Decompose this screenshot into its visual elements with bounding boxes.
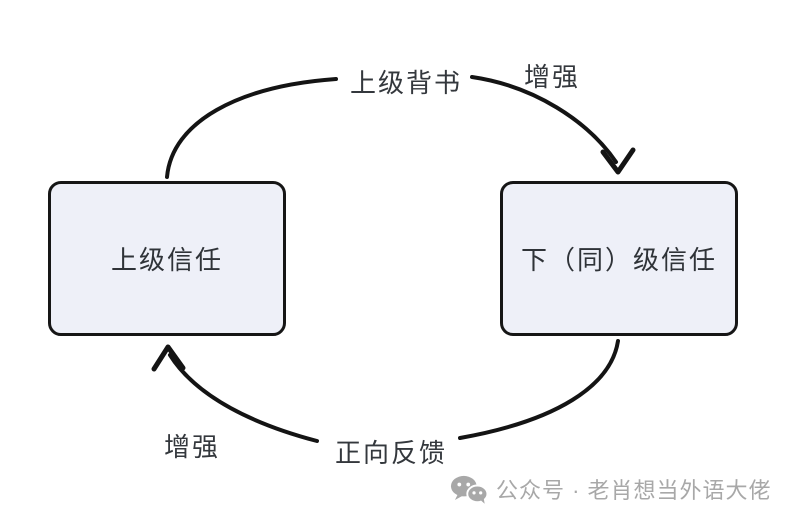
node-lower-peer-trust-label: 下（同）级信任 xyxy=(520,245,717,275)
bottom-edge-effect-label: 增强 xyxy=(163,432,221,462)
watermark: 公众号 · 老肖想当外语大佬 xyxy=(450,473,772,505)
bottom-arrow-curve-right xyxy=(458,339,620,440)
wechat-icon xyxy=(450,475,488,504)
bottom-arrowhead-icon xyxy=(151,344,186,372)
node-upper-trust: 上级信任 xyxy=(48,181,286,336)
watermark-text: 公众号 · 老肖想当外语大佬 xyxy=(496,478,772,503)
top-arrowhead-icon xyxy=(600,147,636,175)
top-arrow-curve-right xyxy=(470,75,618,164)
node-upper-trust-label: 上级信任 xyxy=(110,245,223,275)
top-edge-effect-label: 增强 xyxy=(523,62,581,92)
bottom-arrow-curve-left xyxy=(168,353,319,443)
top-arrow-curve-left xyxy=(165,77,338,179)
top-edge-label: 上级背书 xyxy=(349,63,463,100)
node-lower-peer-trust: 下（同）级信任 xyxy=(500,181,738,336)
bottom-edge-label: 正向反馈 xyxy=(334,433,448,470)
